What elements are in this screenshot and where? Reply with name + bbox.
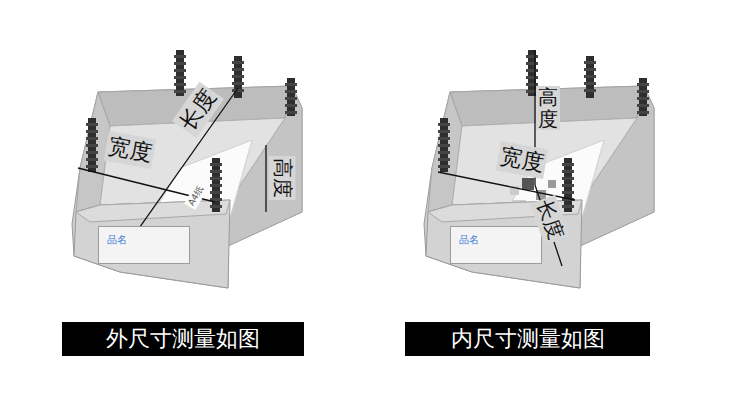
dimension-label: 高度 [536, 86, 560, 130]
storage-bin [72, 50, 302, 288]
blur-block [548, 180, 556, 188]
stacking-post [584, 56, 596, 98]
lip-top [76, 200, 230, 222]
caption-bar: 内尺寸测量如图 [405, 322, 650, 356]
bin-floor [452, 118, 637, 205]
label-plate: 品名 [98, 226, 190, 264]
front-lip [74, 200, 230, 288]
stacking-post [174, 50, 186, 96]
stacking-post [232, 56, 244, 98]
stacking-post [438, 118, 450, 172]
caption-text: 内尺寸测量如图 [451, 324, 605, 354]
dimension-label: 高度 [269, 156, 296, 200]
storage-bin [424, 50, 654, 288]
stacking-post [86, 118, 98, 172]
plate-text: 品名 [107, 233, 127, 247]
caption-text: 外尺寸测量如图 [106, 324, 260, 354]
plate-text: 品名 [459, 233, 479, 247]
blur-block [522, 178, 534, 190]
bin-body [424, 86, 654, 288]
stacking-post [285, 78, 297, 116]
measure-line [265, 145, 266, 212]
stacking-post [210, 158, 222, 212]
stacking-post [562, 158, 574, 212]
stacking-post [637, 78, 649, 116]
label-plate: 品名 [450, 226, 542, 264]
caption-bar: 外尺寸测量如图 [62, 322, 304, 356]
